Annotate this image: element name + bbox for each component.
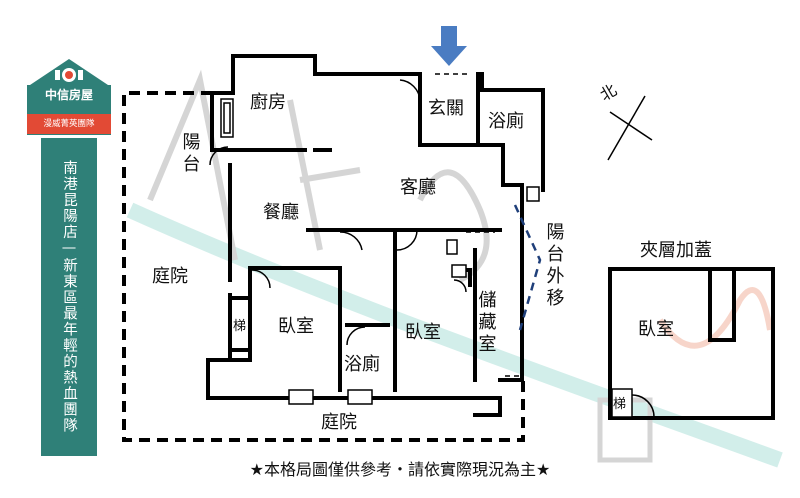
window	[347, 389, 373, 405]
room-bath-top: 浴廁	[488, 110, 524, 132]
mezzanine-plan	[608, 267, 775, 420]
mezzanine-stair: 梯	[613, 397, 626, 412]
door-swing	[339, 231, 363, 251]
room-living: 客廳	[400, 177, 436, 198]
balcony-extension-line	[513, 204, 542, 331]
room-bedroom-mid: 臥室	[405, 322, 441, 343]
mezzanine-title: 夾層加蓋	[640, 240, 712, 261]
room-storage: 儲藏室	[476, 290, 497, 356]
disclaimer-note: ★本格局圖僅供參考・請依實際現況為主★	[249, 460, 551, 479]
door-swing	[251, 269, 271, 289]
room-dining: 餐廳	[263, 202, 299, 223]
room-balcony-left: 陽台	[180, 132, 201, 176]
window	[526, 186, 540, 202]
stair-left-label: 梯	[233, 319, 246, 334]
room-balcony-out: 陽台外移	[544, 222, 565, 310]
room-kitchen: 廚房	[250, 91, 286, 113]
property-boundary	[122, 91, 525, 442]
stair-left	[228, 296, 252, 352]
door-swing	[396, 229, 418, 251]
door-swing	[346, 326, 366, 346]
window	[223, 102, 231, 134]
mezzanine-room: 臥室	[638, 319, 674, 340]
room-entry: 玄關	[428, 98, 464, 119]
store-banner-text: 南港昆陽店—新東區最年輕的熱血團隊	[52, 144, 86, 450]
room-garden-bottom: 庭院	[321, 412, 357, 433]
window	[446, 239, 458, 255]
brand-name: 中信房屋	[44, 88, 93, 102]
door-swing	[209, 146, 229, 166]
store-banner: 南港昆陽店—新東區最年輕的熱血團隊	[41, 138, 97, 456]
brand-tagline: 漫威菁英團隊	[27, 114, 111, 134]
north-label: 北	[597, 80, 620, 104]
room-bedroom-left: 臥室	[278, 316, 314, 337]
room-bath-mid: 浴廁	[344, 353, 380, 375]
north-compass-icon	[607, 95, 653, 161]
entry-arrow-icon	[431, 26, 467, 66]
room-garden-left: 庭院	[152, 266, 188, 287]
door-swing	[399, 79, 421, 101]
door-swing	[453, 279, 467, 293]
window	[451, 264, 467, 278]
window	[288, 389, 314, 405]
